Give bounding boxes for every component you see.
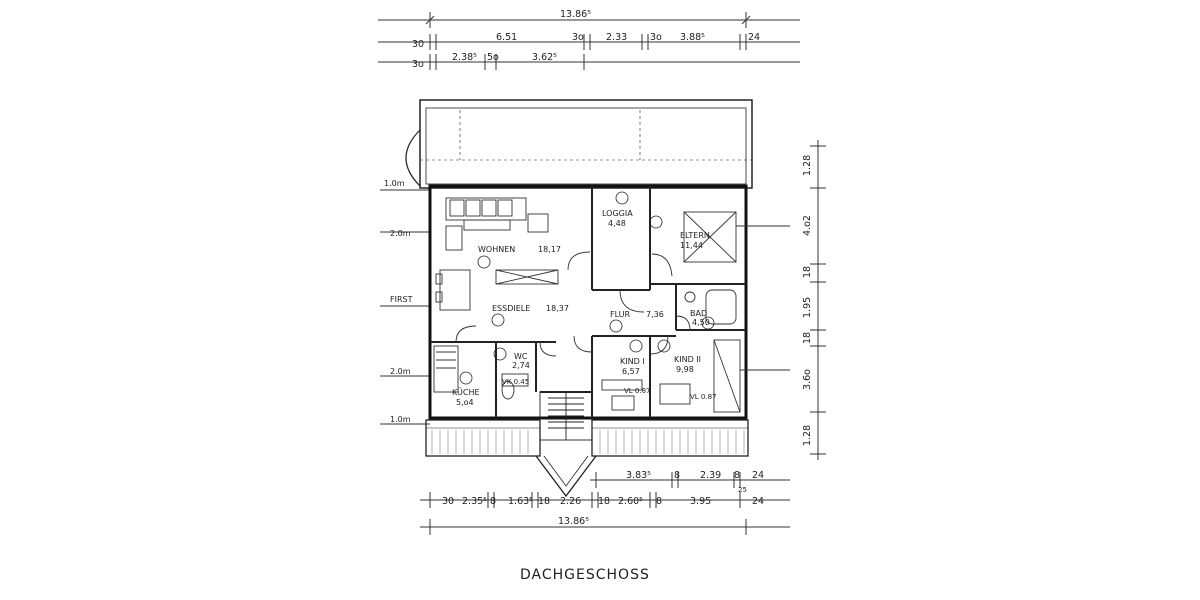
plan-title: DACHGESCHOSS — [520, 567, 650, 583]
room-kind2-area: 9,98 — [676, 365, 694, 374]
dim-total-top: 13.86⁵ — [560, 9, 591, 20]
level-labels: 1.0m 2.0m FIRST 2.0m 1.0m — [384, 179, 413, 424]
dim-bottom-i: 8 — [490, 496, 496, 507]
dim-top-h: 3o — [412, 59, 424, 70]
bottom-dimension-labels: 3.83⁵ 8 2.39 8 24 25 30 2.35⁵ 8 1.63⁵ 18… — [442, 470, 764, 527]
right-dimension-labels: 1.28 4.o2 18 1.95 18 3.6o 1.28 — [802, 155, 813, 446]
dim-bottom-d: 8 — [734, 470, 740, 481]
room-flur-name: FLUR — [610, 310, 631, 319]
door-swings — [455, 251, 691, 357]
dim-bottom-k: 18 — [538, 496, 550, 507]
dim-top-g: 24 — [748, 32, 760, 43]
outer-walls — [428, 184, 748, 420]
dim-right-7: 1.28 — [802, 425, 813, 446]
dim-total-bottom: 13.86⁵ — [558, 516, 589, 527]
room-wc-area: 2,74 — [512, 361, 530, 370]
dim-top-j: 5o — [487, 52, 499, 63]
dim-bottom-q: 24 — [752, 496, 764, 507]
dim-right-1: 1.28 — [802, 155, 813, 176]
dim-bottom-b: 8 — [674, 470, 680, 481]
room-loggia-name: LOGGIA — [602, 209, 633, 218]
room-kind1-area: 6,57 — [622, 367, 640, 376]
level-1m-top: 1.0m — [384, 179, 405, 188]
room-eltern-area: 11,44 — [680, 241, 703, 250]
dim-bottom-g: 30 — [442, 496, 454, 507]
room-bad-area: 4,50 — [692, 318, 710, 327]
room-essdiele-area: 18,37 — [546, 304, 569, 313]
room-kind2-name: KIND II — [674, 355, 701, 364]
dim-bottom-h: 2.35⁵ — [462, 496, 487, 507]
room-essdiele-name: ESSDIELE — [492, 304, 530, 313]
room-kind1-name: KIND I — [620, 357, 645, 366]
dim-right-4: 1.95 — [802, 297, 813, 318]
room-wc-name: WC — [514, 352, 528, 361]
room-bad-name: BAD — [690, 309, 707, 318]
level-lines — [380, 189, 430, 425]
dim-top-d: 2.33 — [606, 32, 627, 43]
dim-bottom-m: 18 — [598, 496, 610, 507]
level-2m-top: 2.0m — [390, 229, 411, 238]
top-dimensions — [378, 12, 800, 70]
fixture-vk: VK 0.45 — [502, 378, 529, 386]
top-dimension-labels: 13.86⁵ 30 6.51 3o 2.33 3o 3.88⁵ 24 3o 2.… — [412, 9, 760, 70]
room-kueche-area: 5,o4 — [456, 398, 474, 407]
room-loggia-area: 4,48 — [608, 219, 626, 228]
dim-top-a: 30 — [412, 39, 424, 50]
dim-bottom-o: 8 — [656, 496, 662, 507]
room-wohnen-area: 18,17 — [538, 245, 561, 254]
level-first: FIRST — [390, 295, 413, 304]
dim-bottom-n: 2.60⁵ — [618, 496, 643, 507]
dim-bottom-a: 3.83⁵ — [626, 470, 651, 481]
furniture — [433, 197, 790, 413]
dim-top-b: 6.51 — [496, 32, 517, 43]
room-eltern-name: ELTERN — [680, 231, 710, 240]
dim-right-5: 18 — [802, 332, 813, 344]
roof-top — [405, 99, 753, 189]
room-kueche-name: KÜCHE — [452, 387, 480, 397]
right-dimensions — [810, 140, 826, 460]
room-wohnen-name: WOHNEN — [478, 245, 515, 254]
dim-bottom-f: 25 — [738, 486, 747, 494]
dim-bottom-e: 24 — [752, 470, 764, 481]
dim-right-3: 18 — [802, 266, 813, 278]
dim-bottom-l: 2.26 — [560, 496, 581, 507]
dim-top-c: 3o — [572, 32, 584, 43]
dim-right-2: 4.o2 — [802, 215, 813, 236]
roof-bottom — [425, 419, 749, 498]
dim-bottom-c: 2.39 — [700, 470, 721, 481]
dim-top-k: 3.62⁵ — [532, 52, 557, 63]
level-1m-bottom: 1.0m — [390, 415, 411, 424]
dim-bottom-p: 3.95 — [690, 496, 711, 507]
roof-hatching — [431, 430, 745, 454]
dim-top-e: 3o — [650, 32, 662, 43]
dim-right-6: 3.6o — [802, 369, 813, 390]
room-flur-area: 7,36 — [646, 310, 664, 319]
stairs — [539, 391, 593, 441]
dim-top-i: 2.38⁵ — [452, 52, 477, 63]
level-2m-bottom: 2.0m — [390, 367, 411, 376]
bottom-dimensions — [420, 472, 790, 535]
dim-bottom-j: 1.63⁵ — [508, 496, 533, 507]
ceiling-markers — [459, 191, 715, 385]
fixture-vl-kind1: VL 0.87 — [624, 387, 651, 395]
interior-walls — [430, 186, 746, 418]
fixture-vl-kind2: VL 0.87 — [690, 393, 717, 401]
dim-top-f: 3.88⁵ — [680, 32, 705, 43]
room-labels: LOGGIA 4,48 ELTERN 11,44 WOHNEN 18,17 ES… — [452, 209, 717, 407]
